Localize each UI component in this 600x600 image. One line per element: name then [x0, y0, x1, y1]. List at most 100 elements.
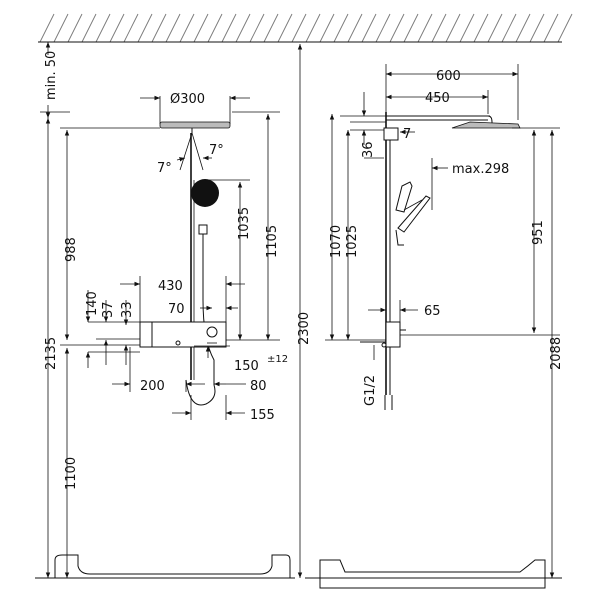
hatch-line	[529, 13, 545, 43]
dim-600-450: 600 450	[385, 64, 519, 120]
label-2088: 2088	[549, 337, 564, 370]
dim-988: 988	[60, 127, 160, 340]
hatch-line	[291, 13, 307, 43]
hatch-line	[431, 13, 447, 43]
bathtub-right	[305, 559, 562, 589]
hatch-line	[375, 13, 391, 43]
hatch-line	[95, 13, 111, 43]
dim-7-36: 7 36	[340, 92, 415, 159]
hatch-line	[277, 13, 293, 43]
dim-max298: max.298	[431, 158, 509, 210]
dim-min50: min. 50	[40, 42, 70, 118]
hatch-line	[333, 13, 349, 43]
hatch-line	[109, 13, 125, 43]
label-7: 7	[403, 127, 411, 142]
label-1100: 1100	[64, 457, 79, 490]
label-dia300: Ø300	[170, 92, 205, 107]
label-951: 951	[531, 220, 546, 245]
dim-2300: 2300	[297, 44, 312, 578]
label-thread: G1/2	[363, 345, 378, 406]
dim-diameter-300: Ø300	[140, 92, 250, 124]
hatch-line	[389, 13, 405, 43]
dim-2088: 2088	[549, 130, 564, 578]
label-600: 600	[436, 69, 461, 84]
dim-2135: 2135	[44, 118, 59, 578]
dim-150: 150 ±12	[194, 345, 288, 374]
label-1025: 1025	[345, 225, 360, 258]
dim-1105: 1105	[226, 111, 280, 341]
label-430: 430	[158, 279, 183, 294]
hatch-line	[445, 13, 461, 43]
hatch-line	[137, 13, 153, 43]
hatch-line	[193, 13, 209, 43]
label-37: 37	[101, 301, 116, 318]
label-deg7b: 7°	[209, 143, 224, 158]
hatch-line	[207, 13, 223, 43]
ceiling	[38, 13, 573, 43]
dim-65: 65	[368, 300, 441, 322]
hand-shower-side	[395, 181, 431, 246]
label-450: 450	[425, 91, 450, 106]
dim-1025: 1025	[325, 130, 386, 341]
dim-1070: 1070	[329, 114, 344, 340]
hatch-line	[347, 13, 363, 43]
hatch-line	[473, 13, 489, 43]
hatch-line	[501, 13, 517, 43]
thermostat-right	[360, 321, 406, 348]
hatch-line	[235, 13, 251, 43]
label-2135: 2135	[44, 337, 59, 370]
label-150: 150	[234, 359, 259, 374]
dim-1100: 1100	[60, 344, 140, 578]
label-200: 200	[140, 379, 165, 394]
label-deg7a: 7°	[157, 161, 172, 176]
left-shower-head	[159, 121, 231, 133]
hatch-line	[67, 13, 83, 43]
hatch-line	[39, 13, 55, 43]
hatch-line	[417, 13, 433, 43]
label-70: 70	[168, 302, 185, 317]
right-riser	[383, 112, 521, 410]
label-988: 988	[64, 237, 79, 262]
hatch-line	[459, 13, 475, 43]
dim-200-80: 200 80	[112, 347, 267, 394]
hatch-line	[557, 13, 573, 43]
hatch-line	[263, 13, 279, 43]
hatch-line	[543, 13, 559, 43]
label-1035: 1035	[237, 207, 252, 240]
hatch-line	[179, 13, 195, 43]
hand-shower-front	[185, 179, 219, 406]
dim-1035: 1035	[205, 179, 252, 340]
hatch-line	[249, 13, 265, 43]
label-80: 80	[250, 379, 267, 394]
dim-951: 951	[400, 127, 560, 336]
hatch-line	[53, 13, 69, 43]
thermostat-left	[139, 321, 227, 348]
label-1105: 1105	[265, 225, 280, 258]
label-155: 155	[250, 408, 275, 423]
hatch-line	[305, 13, 321, 43]
label-140: 140	[85, 291, 100, 316]
hatch-line	[403, 13, 419, 43]
label-33: 33	[120, 301, 135, 318]
label-1070: 1070	[329, 225, 344, 258]
bathtub-left	[35, 554, 295, 579]
dim-430-70: 430 70	[120, 276, 245, 322]
label-150-tol: ±12	[267, 354, 288, 365]
dim-140-37-33: 140 37 33	[85, 290, 140, 368]
label-65: 65	[424, 304, 441, 319]
hatch-line	[221, 13, 237, 43]
label-2300: 2300	[297, 312, 312, 345]
hatch-line	[165, 13, 181, 43]
hatch-line	[81, 13, 97, 43]
hatch-line	[487, 13, 503, 43]
hatch-line	[319, 13, 335, 43]
hatch-line	[361, 13, 377, 43]
hatch-line	[151, 13, 167, 43]
label-max298: max.298	[452, 162, 509, 177]
label-min50: min. 50	[44, 51, 59, 100]
hatch-line	[123, 13, 139, 43]
label-g12: G1/2	[363, 375, 378, 406]
dim-155: 155	[172, 395, 275, 423]
